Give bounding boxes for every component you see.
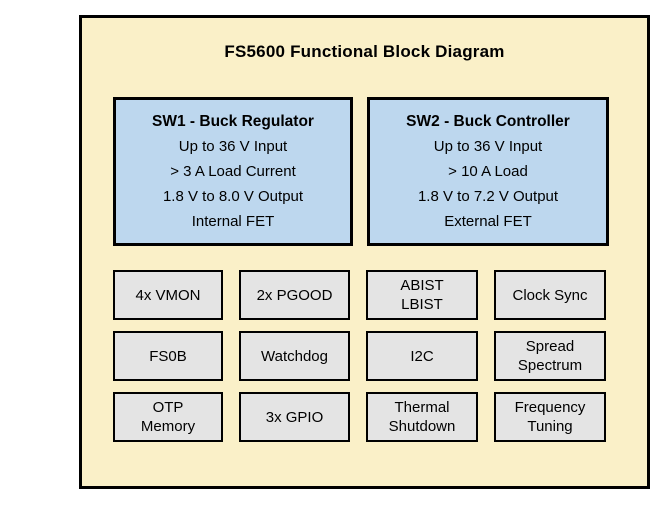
feature-block-frequency-tuning: Frequency Tuning [494, 392, 606, 442]
sw2-spec-input: Up to 36 V Input [433, 138, 543, 155]
feature-block-i2c: I2C [366, 331, 478, 381]
feature-block-pgood: 2x PGOOD [239, 270, 350, 320]
sw1-spec-load: > 3 A Load Current [170, 163, 296, 180]
regulator-row: SW1 - Buck Regulator Up to 36 V Input > … [113, 97, 609, 246]
sw2-title: SW2 - Buck Controller [406, 113, 570, 130]
sw1-spec-fet: Internal FET [191, 213, 275, 230]
sw2-spec-output: 1.8 V to 7.2 V Output [417, 188, 559, 205]
sw1-title: SW1 - Buck Regulator [152, 113, 314, 130]
sw2-spec-fet: External FET [444, 213, 532, 230]
sw1-spec-output: 1.8 V to 8.0 V Output [162, 188, 304, 205]
sw1-spec-input: Up to 36 V Input [178, 138, 288, 155]
sw2-spec-load: > 10 A Load [448, 163, 528, 180]
diagram-title: FS5600 Functional Block Diagram [224, 42, 505, 61]
feature-block-otp-memory: OTP Memory [113, 392, 223, 442]
feature-grid: 4x VMON 2x PGOOD ABIST LBIST Clock Sync … [113, 270, 606, 442]
feature-block-watchdog: Watchdog [239, 331, 350, 381]
feature-block-gpio: 3x GPIO [239, 392, 350, 442]
feature-block-abist-lbist: ABIST LBIST [366, 270, 478, 320]
sw2-buck-controller-block: SW2 - Buck Controller Up to 36 V Input >… [367, 97, 609, 246]
feature-block-fs0b: FS0B [113, 331, 223, 381]
sw1-buck-regulator-block: SW1 - Buck Regulator Up to 36 V Input > … [113, 97, 353, 246]
feature-block-spread-spectrum: Spread Spectrum [494, 331, 606, 381]
diagram-panel: FS5600 Functional Block Diagram SW1 - Bu… [79, 15, 650, 489]
feature-block-vmon: 4x VMON [113, 270, 223, 320]
feature-block-clock-sync: Clock Sync [494, 270, 606, 320]
feature-block-thermal-shutdown: Thermal Shutdown [366, 392, 478, 442]
